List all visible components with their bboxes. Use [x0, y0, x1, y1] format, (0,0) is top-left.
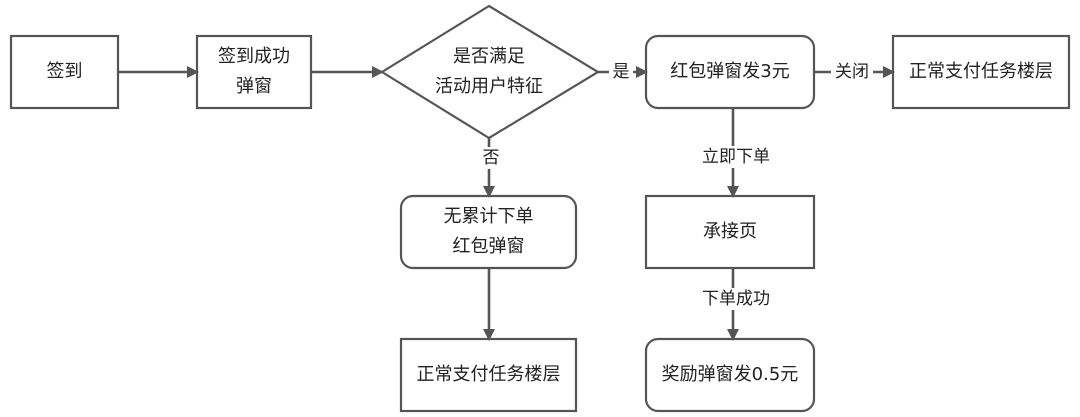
no-order-packet-line-2: 红包弹窗 — [452, 236, 525, 257]
no-order-packet-line-1: 无累计下单 — [443, 206, 534, 227]
red-packet-3-text: 红包弹窗发3元 — [670, 61, 790, 82]
sign-in-box — [9, 34, 120, 110]
edge-label-yes: 是 — [609, 61, 633, 83]
normal-task-bottom-text: 正常支付任务楼层 — [416, 364, 561, 385]
sign-success-label: 签到成功 弹窗 — [197, 36, 311, 108]
landing-page-label: 承接页 — [646, 196, 814, 268]
normal-task-bottom-box — [399, 337, 578, 413]
normal-task-top-box — [891, 34, 1071, 110]
no-order-packet-label: 无累计下单 红包弹窗 — [401, 196, 576, 268]
sign-success-line-1: 签到成功 — [218, 46, 290, 67]
reward-05-label: 奖励弹窗发0.5元 — [646, 339, 814, 411]
sign-success-box — [195, 34, 313, 110]
decision-line-2: 活动用户特征 — [435, 76, 543, 97]
sign-success-line-2: 弹窗 — [236, 76, 272, 97]
edge-label-order-now: 立即下单 — [697, 146, 775, 168]
normal-task-top-label: 正常支付任务楼层 — [893, 36, 1069, 108]
edge-label-no: 否 — [481, 147, 501, 169]
sign-in-text: 签到 — [46, 61, 83, 82]
normal-task-top-text: 正常支付任务楼层 — [909, 61, 1053, 82]
normal-task-bottom-label: 正常支付任务楼层 — [401, 339, 576, 411]
edge-label-order-success: 下单成功 — [697, 288, 775, 310]
reward-05-text: 奖励弹窗发0.5元 — [661, 364, 799, 385]
edge-label-close: 关闭 — [831, 61, 873, 83]
decision-line-1: 是否满足 — [453, 46, 525, 67]
landing-page-text: 承接页 — [703, 221, 757, 242]
sign-in-label: 签到 — [11, 36, 118, 108]
red-packet-3-label: 红包弹窗发3元 — [646, 36, 814, 108]
decision-label: 是否满足 活动用户特征 — [412, 36, 566, 108]
